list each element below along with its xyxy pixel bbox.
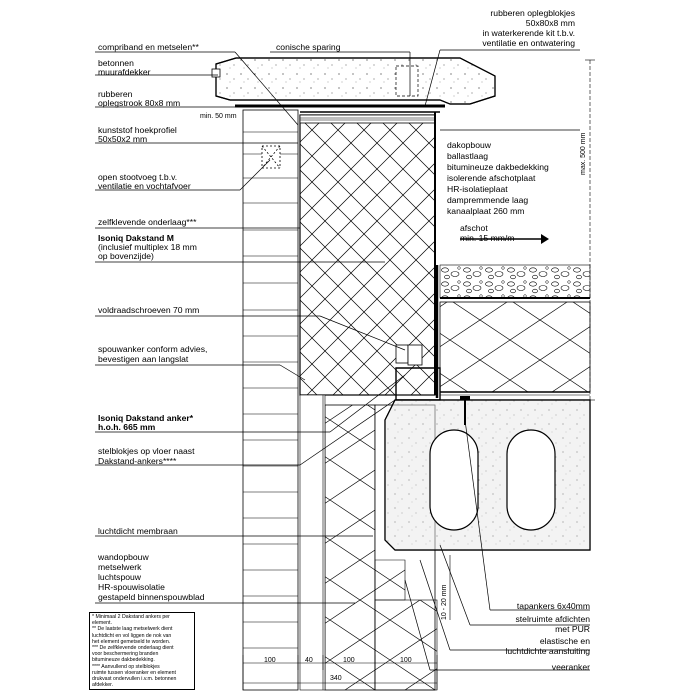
note-line: ** De laatste laag metselwerk dient xyxy=(92,626,173,633)
slope-arrow xyxy=(460,234,549,244)
dim-10-20: 10 - 20 mm xyxy=(441,584,448,620)
label-kunststof-2: 50x50x2 mm xyxy=(98,134,148,144)
label-rub-2: 50x80x8 mm xyxy=(525,18,575,28)
note-line: ruimte tussen vloeranker en element xyxy=(92,669,176,676)
label-wand-1: wandopbouw xyxy=(98,552,149,562)
dim-340: 340 xyxy=(330,675,342,682)
label-stelr-1: stelruimte afdichten xyxy=(515,614,590,624)
label-dak-7: kanaalplaat 260 mm xyxy=(447,206,525,216)
note-line: bitumineuze dakbedekking. xyxy=(92,657,155,664)
note-line: **** Aanvullend op stelblokjes xyxy=(92,663,160,670)
dimension-lines xyxy=(242,59,595,690)
note-line: het element gemetseld te worden. xyxy=(92,638,171,645)
label-stel-1: stelblokjes op vloer naast xyxy=(98,446,195,456)
note-line: element. xyxy=(92,620,112,627)
label-afschot-1: afschot xyxy=(460,223,488,233)
label-rubberen-1: rubberen xyxy=(98,89,133,99)
label-dak-3: bitumineuze dakbedekking xyxy=(447,162,549,172)
label-anker-2: h.o.h. 665 mm xyxy=(98,422,156,432)
label-afschot-2: min. 15 mm/m xyxy=(460,233,515,243)
label-dak-4: isolerende afschotplaat xyxy=(447,173,536,183)
note-line: voor beschermering branden xyxy=(92,651,159,658)
label-betonnen-1: betonnen xyxy=(98,58,134,68)
label-rub-1: rubberen oplegblokjes xyxy=(490,8,575,18)
dim-min50: min. 50 mm xyxy=(200,113,237,120)
label-compriband: compriband en metselen** xyxy=(98,42,199,52)
label-rubberen-2: oplegstrook 80x8 mm xyxy=(98,98,181,108)
note-line: *** De zelfklevende onderlaag dient xyxy=(92,645,174,652)
dakstand-m-block xyxy=(299,111,441,401)
label-wand-4: HR-spouwisolatie xyxy=(98,582,165,592)
label-wand-3: luchtspouw xyxy=(98,572,141,582)
roof-buildup xyxy=(435,264,591,398)
label-wand-5: gestapeld binnenspouwblad xyxy=(98,592,205,602)
label-stel-2: Dakstand-ankers**** xyxy=(98,456,177,466)
label-rub-4: ventilatie en ontwatering xyxy=(482,38,575,48)
dim-40: 40 xyxy=(305,657,313,664)
label-isoniq-m-1: Isoniq Dakstand M xyxy=(98,233,174,243)
label-conisch: conische sparing xyxy=(276,42,341,52)
label-spouw-1: spouwanker conform advies, xyxy=(98,344,208,354)
label-wand-2: metselwerk xyxy=(98,562,142,572)
label-stelr-2: met PUR xyxy=(555,624,590,634)
note-line: luchtdicht en vol liggen de nok van xyxy=(92,632,172,639)
dim-max500: max. 500 mm xyxy=(580,132,587,175)
label-isoniq-m-3: op bovenzijde) xyxy=(98,251,154,261)
label-luchtdicht: luchtdicht membraan xyxy=(98,526,178,536)
label-open-1: open stootvoeg t.b.v. xyxy=(98,172,178,182)
note-line: drukvast ondervullen i.v.m. betonnen xyxy=(92,676,177,683)
label-kunststof-1: kunststof hoekprofiel xyxy=(98,125,177,135)
dim-100-c: 100 xyxy=(400,657,412,664)
concrete-coping xyxy=(211,57,496,105)
label-veeranker: veeranker xyxy=(551,662,590,672)
outer-brick-wall xyxy=(242,109,299,691)
label-rub-3: in waterkerende kit t.b.v. xyxy=(482,28,575,38)
hollow-core-slab xyxy=(384,396,591,551)
label-dak-6: dampremmende laag xyxy=(447,195,529,205)
label-dak-1: dakopbouw xyxy=(447,140,491,150)
label-tapankers: tapankers 6x40mm xyxy=(516,601,590,611)
label-elast-2: luchtdichte aansluiting xyxy=(505,646,590,656)
label-voldraad: voldraadschroeven 70 mm xyxy=(98,305,200,315)
label-open-2: ventilatie en vochtafvoer xyxy=(98,181,191,191)
label-isoniq-m-2: (inclusief multiplex 18 mm xyxy=(98,242,197,252)
note-line: * Minimaal 2 Dakstand ankers per xyxy=(92,614,170,620)
label-anker-1: Isoniq Dakstand anker* xyxy=(98,413,194,423)
label-elast-1: elastische en xyxy=(539,636,590,646)
dim-100-a: 100 xyxy=(264,657,276,664)
label-spouw-2: bevestigen aan langslat xyxy=(98,354,189,364)
note-line: afdekker. xyxy=(92,682,114,689)
leader-lines xyxy=(95,49,590,671)
label-dak-2: ballastlaag xyxy=(447,151,489,161)
footnotes-box: * Minimaal 2 Dakstand ankers per element… xyxy=(89,612,195,690)
dim-100-b: 100 xyxy=(343,657,355,664)
label-dak-5: HR-isolatieplaat xyxy=(447,184,508,194)
label-betonnen-2: muurafdekker xyxy=(98,67,151,77)
label-zelfklevend: zelfklevende onderlaag*** xyxy=(98,217,197,227)
